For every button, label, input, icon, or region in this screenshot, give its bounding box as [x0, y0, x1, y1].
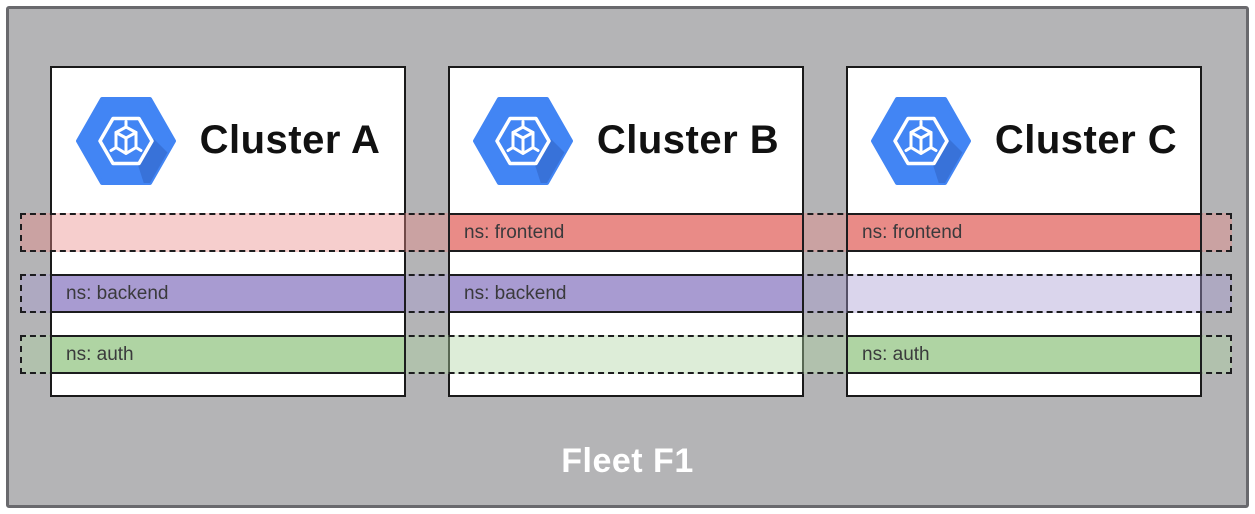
namespace-label: ns: backend: [66, 282, 169, 304]
namespace-box-auth-cluster-a: ns: auth: [50, 335, 406, 374]
namespace-label: ns: frontend: [862, 221, 963, 243]
cluster-title: Cluster B: [596, 118, 780, 162]
namespace-box-backend-cluster-b: ns: backend: [448, 274, 804, 313]
cluster-title: Cluster A: [199, 118, 381, 162]
namespace-box-frontend-cluster-b: ns: frontend: [448, 213, 804, 252]
namespace-label: ns: frontend: [464, 221, 565, 243]
namespace-label: ns: backend: [464, 282, 567, 304]
cluster-header: Cluster C: [848, 68, 1200, 213]
gke-cluster-icon: [472, 96, 573, 185]
gke-cluster-icon: [870, 96, 971, 185]
cluster-title: Cluster C: [994, 118, 1178, 162]
cluster-header: Cluster A: [52, 68, 404, 213]
namespace-box-backend-cluster-a: ns: backend: [50, 274, 406, 313]
fleet-title: Fleet F1: [561, 442, 694, 480]
gke-cluster-icon: [75, 96, 176, 185]
cluster-header: Cluster B: [450, 68, 802, 213]
namespace-label: ns: auth: [66, 343, 134, 365]
namespace-box-auth-cluster-c: ns: auth: [846, 335, 1202, 374]
namespace-box-frontend-cluster-c: ns: frontend: [846, 213, 1202, 252]
namespace-label: ns: auth: [862, 343, 930, 365]
